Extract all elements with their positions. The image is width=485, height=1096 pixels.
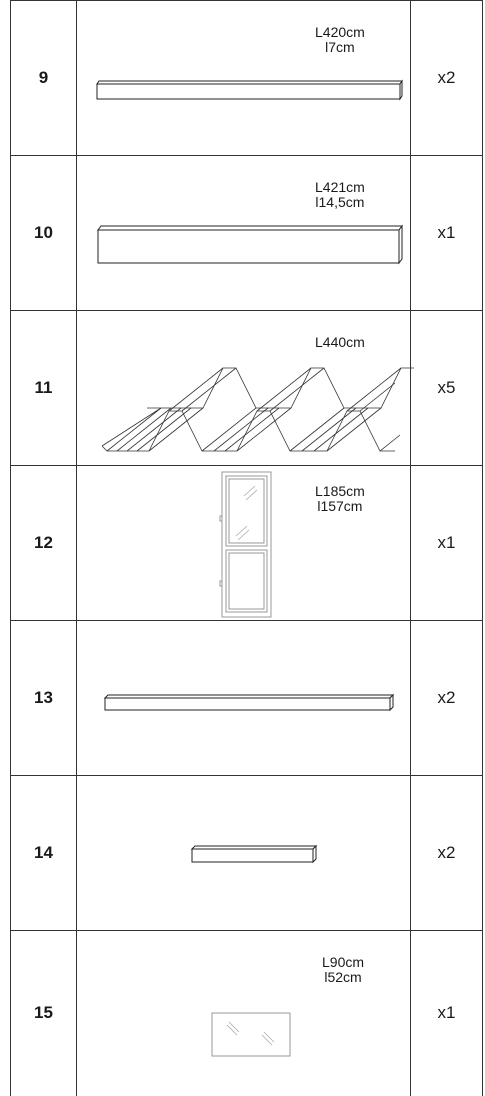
part-number: 15	[10, 930, 77, 1096]
parts-table: 9 L420cm l7cm x2 10 L421cm l14,5	[10, 0, 483, 1096]
part-dimensions: L421cm l14,5cm	[315, 180, 365, 210]
part-row-15: 15 L90cm l52cm x1	[10, 930, 483, 1096]
part-number: 9	[10, 0, 77, 156]
part-row-10: 10 L421cm l14,5cm x1	[10, 155, 483, 311]
part-quantity: x2	[410, 775, 483, 931]
part-row-13: 13 x2	[10, 620, 483, 776]
part-illustration-cell: L185cm l157cm	[76, 465, 411, 621]
part-dimensions: L90cm l52cm	[322, 955, 364, 985]
part-illustration-cell	[76, 775, 411, 931]
part-dimensions: L185cm l157cm	[315, 484, 365, 514]
part-illustration-cell	[76, 620, 411, 776]
part-length: L420cm	[315, 24, 365, 40]
part-illustration-cell: L420cm l7cm	[76, 0, 411, 156]
long-beam-icon	[103, 693, 395, 712]
part-width: l7cm	[325, 39, 355, 55]
part-row-9: 9 L420cm l7cm x2	[10, 0, 483, 156]
part-quantity: x5	[410, 310, 483, 466]
part-illustration-cell: L90cm l52cm	[76, 930, 411, 1096]
part-illustration-cell: L440cm	[76, 310, 414, 466]
part-quantity: x2	[410, 620, 483, 776]
part-number: 13	[10, 620, 77, 776]
part-quantity: x2	[410, 0, 483, 156]
part-number: 10	[10, 155, 77, 311]
part-quantity: x1	[410, 930, 483, 1096]
part-dimensions: L420cm l7cm	[315, 25, 365, 55]
wooden-beam-icon	[96, 79, 403, 101]
part-length: L90cm	[322, 954, 365, 970]
part-dimensions: L440cm	[315, 335, 365, 350]
part-row-14: 14 x2	[10, 775, 483, 931]
wide-board-icon	[97, 224, 403, 265]
part-illustration-cell: L421cm l14,5cm	[76, 155, 411, 311]
part-row-11: 11	[10, 310, 483, 466]
part-width: l157cm	[317, 498, 363, 514]
part-row-12: 12 L185cm l157cm x1	[10, 465, 483, 621]
part-length: L185cm	[315, 483, 365, 499]
part-number: 12	[10, 465, 77, 621]
part-length: L421cm	[315, 179, 365, 195]
part-length: L440cm	[315, 334, 365, 350]
part-number: 11	[10, 310, 77, 466]
glass-pane-icon	[211, 1012, 291, 1057]
corrugated-roof-sheet-icon	[101, 367, 414, 452]
part-quantity: x1	[410, 465, 483, 621]
part-width: l52cm	[324, 969, 362, 985]
glazed-door-icon	[219, 471, 272, 618]
part-number: 14	[10, 775, 77, 931]
short-beam-icon	[190, 844, 318, 864]
part-width: l14,5cm	[315, 194, 365, 210]
part-quantity: x1	[410, 155, 483, 311]
